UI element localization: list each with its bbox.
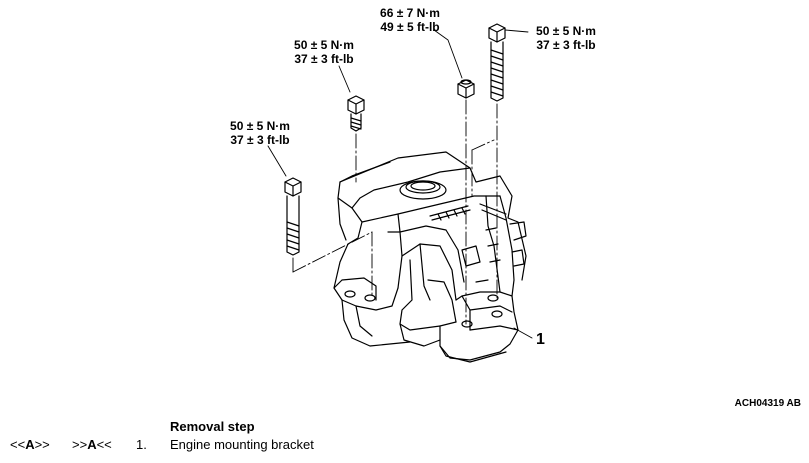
torque-label-top-center: 66 ± 7 N·m 49 ± 5 ft-lb xyxy=(372,6,448,34)
removal-step-heading: Removal step xyxy=(170,419,255,434)
removal-service-mark: <<A>> xyxy=(10,437,50,452)
torque-value-nm: 50 ± 5 N·m xyxy=(536,24,596,38)
bolt-icon xyxy=(488,23,506,102)
bolt-icon xyxy=(457,79,475,99)
step-name: Engine mounting bracket xyxy=(170,437,314,452)
torque-value-nm: 50 ± 5 N·m xyxy=(294,38,354,52)
leader-lines xyxy=(267,29,533,339)
torque-value-nm: 50 ± 5 N·m xyxy=(230,119,290,133)
torque-value-ftlb: 37 ± 3 ft-lb xyxy=(536,38,596,52)
torque-label-top-right: 50 ± 5 N·m 37 ± 3 ft-lb xyxy=(528,24,604,52)
bolt-icon xyxy=(347,95,365,132)
part-callout-number: 1 xyxy=(536,331,545,348)
torque-label-middle-left: 50 ± 5 N·m 37 ± 3 ft-lb xyxy=(286,38,362,66)
installation-guide-lines xyxy=(292,99,498,325)
bolt-icon xyxy=(284,177,302,256)
torque-value-ftlb: 37 ± 3 ft-lb xyxy=(294,52,354,66)
step-number: 1. xyxy=(136,437,147,452)
torque-value-nm: 66 ± 7 N·m xyxy=(380,6,440,20)
torque-value-ftlb: 49 ± 5 ft-lb xyxy=(380,20,440,34)
bracket-body xyxy=(333,151,527,363)
torque-label-left: 50 ± 5 N·m 37 ± 3 ft-lb xyxy=(222,119,298,147)
torque-value-ftlb: 37 ± 3 ft-lb xyxy=(230,133,290,147)
installation-service-mark: >>A<< xyxy=(72,437,112,452)
figure-id: ACH04319 AB xyxy=(734,398,801,409)
